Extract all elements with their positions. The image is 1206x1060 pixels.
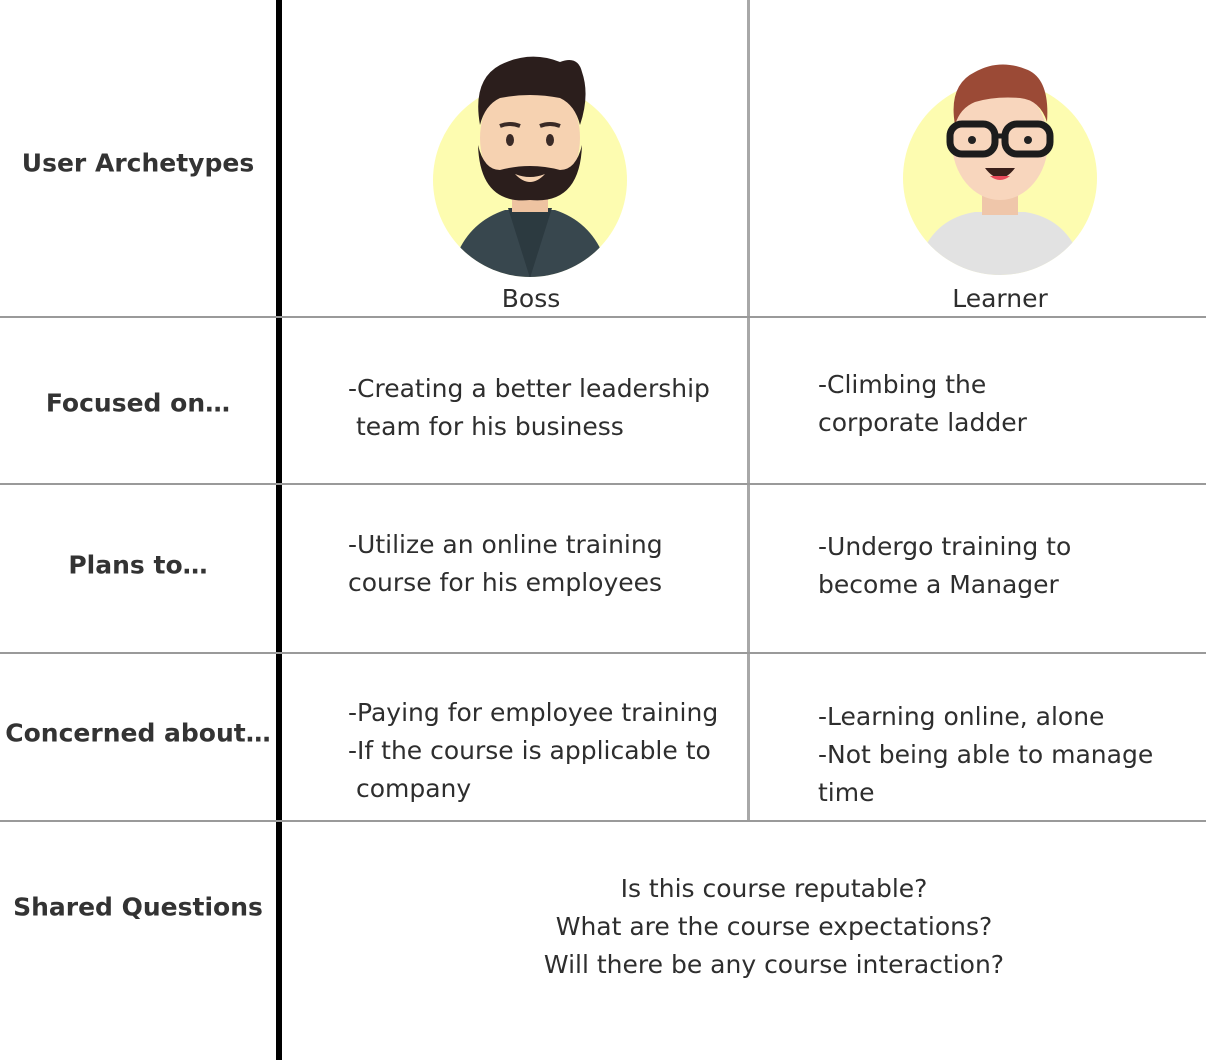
row-divider	[0, 483, 1206, 485]
primary-column-divider	[276, 0, 282, 1060]
learner-focused: -Climbing the corporate ladder	[818, 370, 1027, 437]
shared-questions: Is this course reputable? What are the c…	[382, 870, 1166, 984]
row-divider	[0, 652, 1206, 654]
learner-name: Learner	[952, 284, 1048, 313]
learner-shirt	[915, 212, 1085, 275]
boss-focused: -Creating a better leadership team for h…	[348, 374, 710, 441]
learner-hair	[953, 64, 1048, 125]
shared-question: Is this course reputable?	[620, 874, 928, 903]
shared-question: What are the course expectations?	[555, 912, 993, 941]
boss-name: Boss	[501, 284, 561, 313]
row-divider	[0, 316, 1206, 318]
learner-face	[952, 84, 1048, 200]
row-divider	[0, 820, 1206, 822]
boss-plans: -Utilize an online training course for h…	[348, 530, 663, 597]
shared-question: Will there be any course interaction?	[543, 950, 1005, 979]
learner-plans: -Undergo training to become a Manager	[818, 532, 1072, 599]
row-label-shared: Shared Questions	[13, 892, 263, 922]
row-label-focused: Focused on…	[45, 388, 231, 418]
boss-hair	[478, 56, 586, 125]
row-label-concerned: Concerned about…	[5, 718, 271, 748]
row-label-plans: Plans to…	[68, 550, 208, 580]
boss-concerns: -Paying for employee training -If the co…	[348, 698, 719, 803]
row-label-archetypes: User Archetypes	[21, 148, 255, 178]
learner-avatar	[903, 64, 1097, 275]
boss-beard	[478, 145, 582, 201]
boss-avatar	[433, 56, 627, 277]
learner-concerns: -Learning online, alone -Not being able …	[818, 702, 1154, 807]
persona-column-divider	[747, 0, 750, 820]
